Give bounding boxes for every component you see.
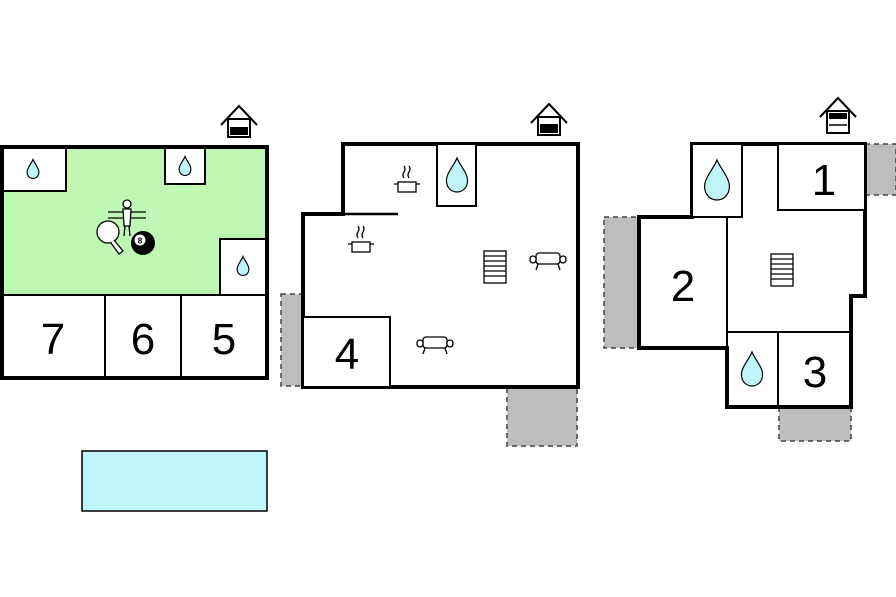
sofa-icon xyxy=(416,336,454,355)
swimming-pool xyxy=(81,450,268,512)
house-level-icon xyxy=(530,102,568,136)
terrace xyxy=(864,143,896,196)
floor-upper: 1 2 3 xyxy=(603,96,896,442)
room-number-5: 5 xyxy=(212,315,236,364)
bedroom-4 xyxy=(302,316,391,388)
stairs-icon xyxy=(770,253,794,287)
kitchen-pot-icon xyxy=(394,165,420,193)
terrace xyxy=(778,406,852,442)
room-number-4: 4 xyxy=(335,330,359,379)
table-tennis-icon xyxy=(96,220,124,255)
room-number-3: 3 xyxy=(803,348,827,397)
billiard-ball-number: 8 xyxy=(138,237,143,246)
room-number-7: 7 xyxy=(41,315,65,364)
stairs-icon xyxy=(483,250,507,284)
bathroom-drop-icon xyxy=(741,352,762,386)
room-number-2: 2 xyxy=(671,262,695,311)
floor-ground: 4 xyxy=(280,102,580,447)
house-level-icon xyxy=(819,96,857,134)
bedroom-1 xyxy=(777,143,866,211)
kitchen-pot-icon xyxy=(348,225,374,253)
room-number-6: 6 xyxy=(131,315,155,364)
house-level-icon xyxy=(220,104,258,138)
billiard-ball-icon: 8 xyxy=(131,231,155,255)
terrace xyxy=(506,386,578,447)
room-number-1: 1 xyxy=(812,156,836,205)
floor-basement: 8 7 6 5 xyxy=(0,104,269,380)
bedroom-7 xyxy=(1,294,106,378)
sofa-icon xyxy=(529,252,567,271)
terrace xyxy=(603,216,640,349)
upper-outer-wall xyxy=(637,142,867,409)
terrace xyxy=(280,293,304,387)
basement-outer-wall xyxy=(0,145,269,380)
bedroom-6 xyxy=(104,294,182,378)
table-football-icon xyxy=(108,199,146,237)
